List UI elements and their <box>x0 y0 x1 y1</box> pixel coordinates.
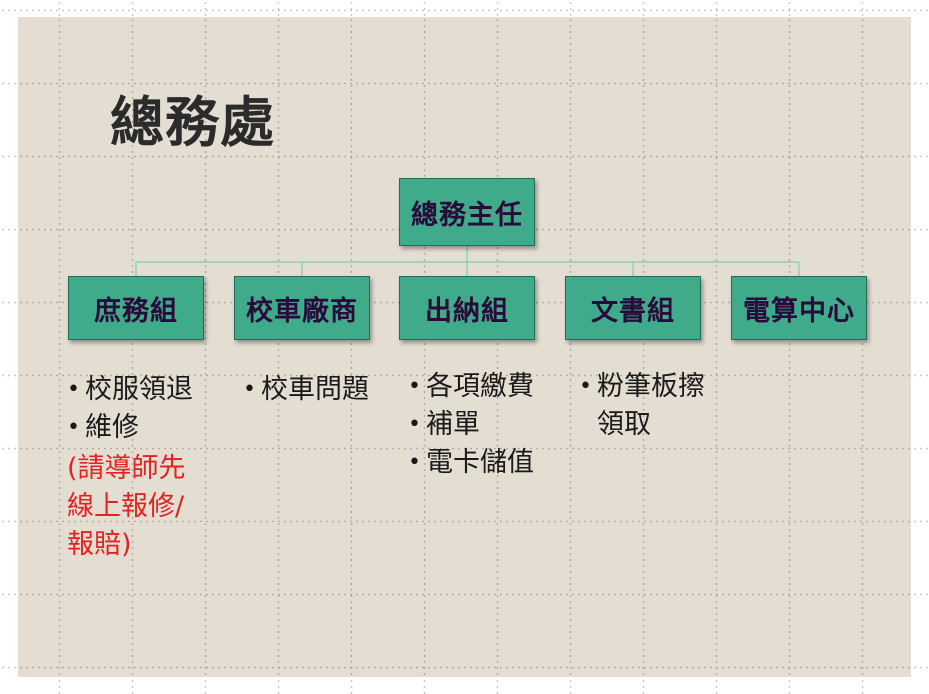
repair-note-line: 線上報修/ <box>67 491 185 522</box>
org-node-school-bus: 校車廠商 <box>234 276 370 340</box>
list-item: •粉筆板擦 <box>579 368 705 406</box>
documents-list: •粉筆板擦 領取 <box>579 368 705 444</box>
org-node-general-affairs: 庶務組 <box>68 276 204 340</box>
general-affairs-list: •校服領退 •維修 <box>67 371 193 447</box>
bullet-icon: • <box>408 450 421 475</box>
list-item: •各項繳費 <box>408 368 534 406</box>
bullet-icon: • <box>243 377 256 402</box>
org-node-documents: 文書組 <box>565 276 701 340</box>
list-item: •補單 <box>408 406 534 444</box>
org-node-computer-center: 電算中心 <box>731 276 867 340</box>
list-item: •維修 <box>67 409 193 447</box>
org-node-label: 出納組 <box>425 295 509 327</box>
repair-note: (請導師先 線上報修/ 報賠) <box>67 450 186 564</box>
school-bus-list: •校車問題 <box>243 371 369 409</box>
bullet-icon: • <box>579 374 592 399</box>
org-node-head: 總務主任 <box>399 178 535 246</box>
bullet-icon: • <box>67 377 80 402</box>
org-node-label: 庶務組 <box>94 295 178 327</box>
org-node-head-label: 總務主任 <box>411 199 523 231</box>
list-item: •校服領退 <box>67 371 193 409</box>
bullet-icon: • <box>67 415 80 440</box>
cashier-list: •各項繳費 •補單 •電卡儲值 <box>408 368 534 482</box>
org-node-label: 文書組 <box>591 295 675 327</box>
org-node-cashier: 出納組 <box>399 276 535 340</box>
org-node-label: 電算中心 <box>743 295 855 327</box>
slide-dot-grid <box>18 17 911 677</box>
repair-note-line: 報賠) <box>67 529 132 560</box>
repair-note-line: (請導師先 <box>67 453 186 484</box>
org-node-label: 校車廠商 <box>246 295 358 327</box>
slide <box>18 17 911 677</box>
list-item: •電卡儲值 <box>408 444 534 482</box>
bullet-icon: • <box>408 374 421 399</box>
bullet-icon: • <box>408 412 421 437</box>
list-item: •校車問題 <box>243 371 369 409</box>
list-item-continuation: 領取 <box>597 409 651 440</box>
page-title: 總務處 <box>110 91 275 154</box>
